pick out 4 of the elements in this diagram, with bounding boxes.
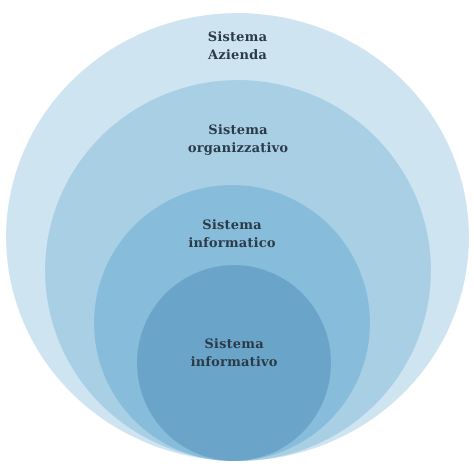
circle-label: Sistema organizzativo	[186, 122, 290, 158]
circle-label: Sistema informatico	[187, 217, 277, 254]
circle-label: Sistema informativo	[190, 336, 279, 372]
circle-label: Sistema Azienda	[206, 29, 268, 66]
